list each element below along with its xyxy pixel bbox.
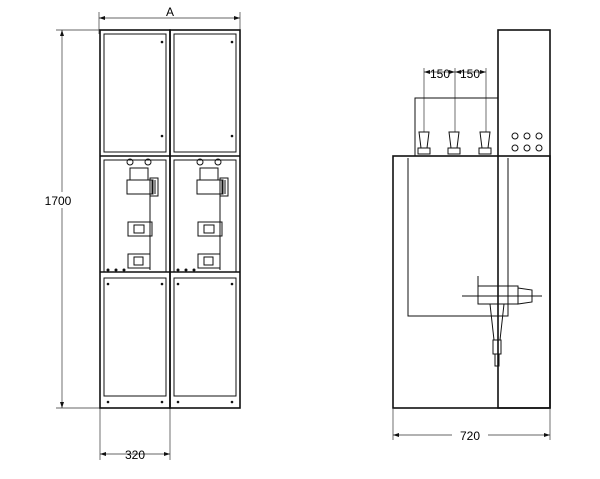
indicator-lamps <box>511 132 543 152</box>
cable-compartment <box>407 158 509 317</box>
front-width-dimension: 320 <box>99 408 171 462</box>
depth-dimension: 720 <box>392 408 551 443</box>
side-view: 150 150 <box>392 29 551 443</box>
front-width-label: 320 <box>125 448 145 462</box>
panel-left <box>99 29 171 409</box>
bushing-spacing-right-label: 150 <box>460 67 480 81</box>
bushing-spacing-dimension: 150 150 <box>423 67 487 132</box>
cable-plug <box>462 276 542 367</box>
bushings <box>417 131 492 155</box>
height-label: 1700 <box>45 194 72 208</box>
bushing-spacing-left-label: 150 <box>430 67 450 81</box>
height-dimension: 1700 <box>36 29 100 409</box>
side-depth-label: 720 <box>460 429 480 443</box>
front-view: A 1700 320 <box>36 5 241 462</box>
top-width-label: A <box>166 5 174 19</box>
panel-right <box>169 29 241 409</box>
cabinet-body <box>392 155 551 409</box>
rear-column <box>497 29 551 409</box>
